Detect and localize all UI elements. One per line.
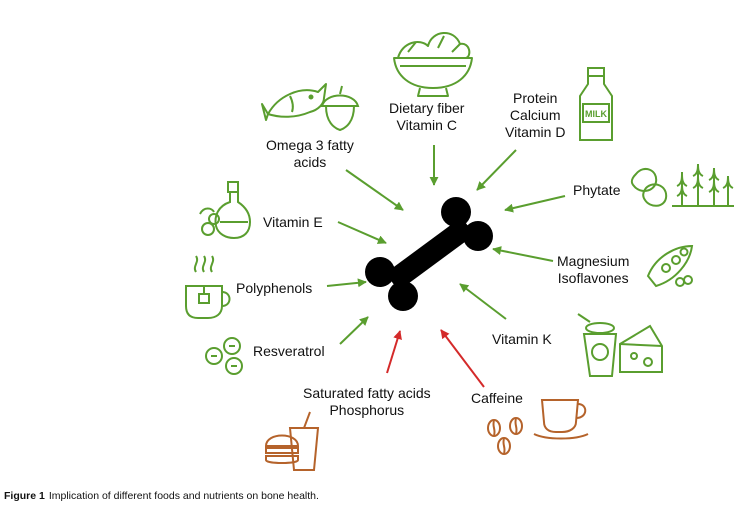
arrow-resveratrol <box>339 316 369 345</box>
label-protein: Protein Calcium Vitamin D <box>505 90 565 141</box>
beans-icon <box>630 167 668 207</box>
label-caffeine: Caffeine <box>471 390 523 406</box>
arrow-polyphenols <box>326 278 367 288</box>
arrow-omega <box>345 169 404 211</box>
label-vitamin-k: Vitamin K <box>492 331 552 347</box>
label-line: Calcium <box>509 107 561 123</box>
olive-oil-icon <box>199 181 252 240</box>
label-dietary-fiber: Dietary fiber Vitamin C <box>389 100 464 134</box>
berries-icon <box>205 337 243 375</box>
label-line: Isoflavones <box>557 270 629 286</box>
yogurt-icon <box>577 313 618 377</box>
cheese-icon <box>619 324 663 373</box>
label-line: Saturated fatty acids <box>303 385 431 401</box>
label-polyphenols: Polyphenols <box>236 280 313 296</box>
arrow-saturated <box>386 330 402 374</box>
label-line: Dietary fiber <box>389 100 465 116</box>
coffee-cup-icon <box>533 399 589 440</box>
arrow-caffeine <box>440 329 485 388</box>
label-magnesium: Magnesium Isoflavones <box>557 253 629 287</box>
label-saturated-fatty-acids: Saturated fatty acids Phosphorus <box>303 385 431 419</box>
milk-bottle-icon: MILK <box>579 67 613 141</box>
milk-label: MILK <box>585 109 607 119</box>
wheat-icon <box>672 163 734 207</box>
fish-icon <box>261 83 327 121</box>
coffee-beans-icon <box>487 417 523 455</box>
label-line: Magnesium <box>557 253 630 269</box>
label-resveratrol: Resveratrol <box>253 343 325 359</box>
label-line: Omega 3 fatty <box>266 137 354 153</box>
bone-icon <box>365 197 493 311</box>
label-line: Phosphorus <box>329 402 405 418</box>
label-line: Vitamin C <box>396 117 457 133</box>
fast-food-icon <box>264 411 320 471</box>
label-vitamin-e: Vitamin E <box>263 214 323 230</box>
arrow-vitamin-e <box>337 221 387 244</box>
arrow-vitamin-k <box>459 283 507 320</box>
caption-text: Implication of different foods and nutri… <box>48 490 319 502</box>
arrow-phytate <box>504 195 566 213</box>
label-omega: Omega 3 fatty acids <box>266 137 354 171</box>
label-line: Protein <box>513 90 558 106</box>
peas-icon <box>646 244 694 288</box>
tea-cup-icon <box>185 255 231 319</box>
acorn-icon <box>320 85 360 132</box>
salad-bowl-icon <box>393 32 473 97</box>
label-line: Vitamin D <box>505 124 566 140</box>
label-phytate: Phytate <box>573 182 621 198</box>
arrow-protein <box>476 149 517 191</box>
arrow-magnesium <box>492 246 554 262</box>
caption-label: Figure 1 <box>4 490 45 502</box>
label-line: acids <box>293 154 327 170</box>
